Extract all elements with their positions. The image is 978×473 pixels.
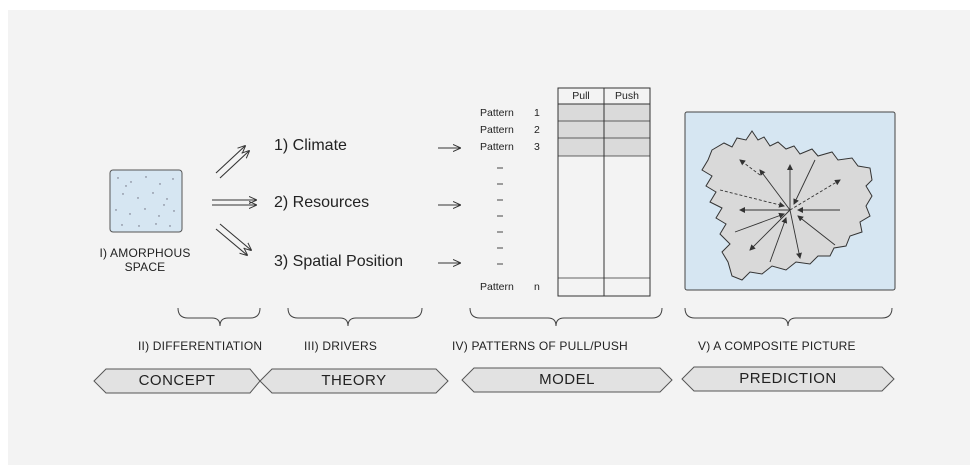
composite-map [684, 111, 896, 291]
stage-shapes [93, 366, 895, 394]
pattern-row-label: Pattern [480, 107, 514, 119]
pattern-row-label: Pattern [480, 124, 514, 136]
caption-patterns: IV) PATTERNS OF PULL/PUSH [452, 339, 628, 353]
driver-climate: 1) Climate [274, 137, 347, 154]
pattern-row-number: 1 [534, 107, 540, 119]
pattern-row-label: Pattern [480, 281, 514, 293]
column-header-push: Push [615, 90, 639, 102]
stage-prediction: PREDICTION [739, 370, 837, 387]
caption-drivers: III) DRIVERS [304, 339, 378, 353]
pattern-row-number: 3 [534, 141, 540, 153]
stage-model: MODEL [539, 371, 595, 388]
driver-to-model-arrows [438, 148, 460, 263]
stage-theory: THEORY [321, 372, 387, 389]
column-header-pull: Pull [572, 90, 590, 102]
braces [177, 307, 893, 327]
stage-concept: CONCEPT [138, 372, 216, 389]
amorphous-space-box [109, 169, 183, 233]
caption-composite: V) A COMPOSITE PICTURE [698, 339, 856, 353]
driver-resources: 2) Resources [274, 194, 370, 211]
amorphous-space-label: I) AMORPHOUS SPACE [99, 246, 191, 274]
pattern-row-number: 2 [534, 124, 540, 136]
caption-differentiation: II) DIFFERENTIATION [138, 339, 263, 353]
pattern-row-label: Pattern [480, 141, 514, 153]
driver-spatial-position: 3) Spatial Position [274, 253, 403, 270]
pull-push-table [497, 87, 651, 297]
differentiation-arrows [212, 146, 256, 255]
pattern-row-number: n [534, 281, 540, 293]
